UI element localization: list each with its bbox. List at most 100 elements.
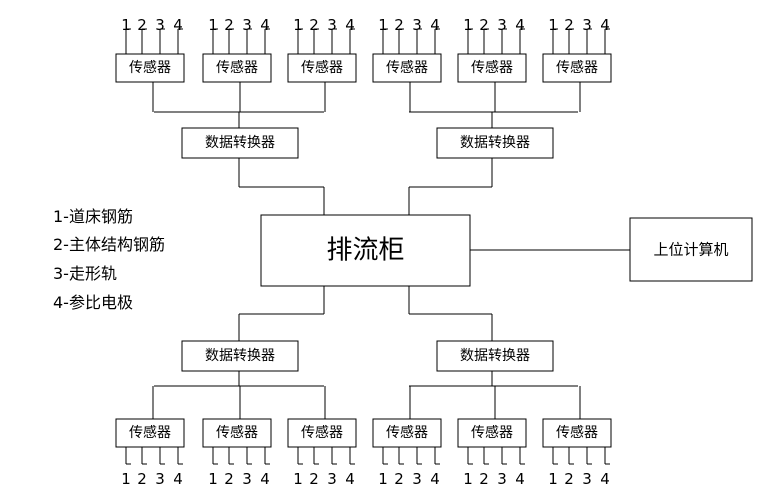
sensor-pin-label: 2 <box>479 470 489 488</box>
sensor-pin-label: 2 <box>309 16 319 34</box>
sensor-pin-label: 1 <box>548 470 558 488</box>
drainage-cabinet-label: 排流柜 <box>326 236 404 266</box>
sensor-box-bottom-3: 传感器 <box>287 418 357 448</box>
sensor-box-top-1-frame <box>115 53 185 83</box>
sensor-pin-label: 1 <box>121 16 131 34</box>
sensor-box-top-2: 传感器 <box>202 53 272 83</box>
legend-item-1: 1-道床钢筋 <box>53 207 133 226</box>
data-converter-bottom-right-frame <box>436 340 554 372</box>
sensor-pin-label: 4 <box>600 16 610 34</box>
sensor-box-top-6-frame <box>542 53 612 83</box>
data-converter-bottom-left-frame <box>181 340 299 372</box>
sensor-box-top-3: 传感器 <box>287 53 357 83</box>
sensor-pin-label: 1 <box>208 16 218 34</box>
data-converter-top-right-frame <box>436 127 554 159</box>
sensor-pin-label: 4 <box>260 16 270 34</box>
sensor-pin-label: 3 <box>327 16 337 34</box>
sensor-pin-label: 2 <box>394 470 404 488</box>
data-converter-bottom-right: 数据转换器 <box>436 340 554 372</box>
sensor-pin-label: 2 <box>224 470 234 488</box>
data-converter-bottom-left-label: 数据转换器 <box>205 347 275 364</box>
sensor-box-bottom-3-label: 传感器 <box>301 424 343 441</box>
sensor-box-bottom-4-frame <box>372 418 442 448</box>
sensor-box-top-4-label: 传感器 <box>386 59 428 76</box>
legend-item-3: 3-走形轨 <box>53 264 117 283</box>
sensor-pin-label: 4 <box>515 16 525 34</box>
sensor-pin-label: 1 <box>208 470 218 488</box>
data-converter-top-left-frame <box>181 127 299 159</box>
sensor-pin-label: 3 <box>497 470 507 488</box>
data-converter-bottom-left: 数据转换器 <box>181 340 299 372</box>
legend-item-4: 4-参比电极 <box>53 293 133 312</box>
sensor-box-bottom-6: 传感器 <box>542 418 612 448</box>
sensor-box-top-5-frame <box>457 53 527 83</box>
sensor-box-bottom-6-label: 传感器 <box>556 424 598 441</box>
sensor-box-top-5-label: 传感器 <box>471 59 513 76</box>
sensor-box-top-4-frame <box>372 53 442 83</box>
sensor-pin-label: 1 <box>293 16 303 34</box>
host-computer-label: 上位计算机 <box>653 241 728 259</box>
sensor-box-bottom-5: 传感器 <box>457 418 527 448</box>
data-converter-top-right: 数据转换器 <box>436 127 554 159</box>
sensor-box-top-3-frame <box>287 53 357 83</box>
sensor-box-top-1-label: 传感器 <box>129 59 171 76</box>
sensor-pin-label: 3 <box>497 16 507 34</box>
data-converter-top-right-label: 数据转换器 <box>460 134 530 151</box>
sensor-pin-label: 2 <box>394 16 404 34</box>
sensor-pin-label: 4 <box>430 16 440 34</box>
sensor-box-bottom-1: 传感器 <box>115 418 185 448</box>
legend-item-2: 2-主体结构钢筋 <box>53 235 165 254</box>
sensor-box-bottom-1-label: 传感器 <box>129 424 171 441</box>
data-converter-top-left: 数据转换器 <box>181 127 299 159</box>
sensor-box-bottom-4: 传感器 <box>372 418 442 448</box>
sensor-box-top-3-label: 传感器 <box>301 59 343 76</box>
sensor-box-top-2-frame <box>202 53 272 83</box>
sensor-box-bottom-4-label: 传感器 <box>386 424 428 441</box>
host-computer-frame <box>629 217 753 282</box>
sensor-pin-label: 3 <box>412 470 422 488</box>
sensor-pin-label: 3 <box>242 470 252 488</box>
sensor-box-bottom-2-label: 传感器 <box>216 424 258 441</box>
sensor-pin-label: 3 <box>242 16 252 34</box>
sensor-pin-label: 2 <box>224 16 234 34</box>
host-computer: 上位计算机 <box>629 217 753 282</box>
sensor-box-top-2-label: 传感器 <box>216 59 258 76</box>
sensor-box-top-6: 传感器 <box>542 53 612 83</box>
sensor-pin-label: 1 <box>548 16 558 34</box>
sensor-box-bottom-5-frame <box>457 418 527 448</box>
sensor-pin-label: 1 <box>463 16 473 34</box>
sensor-box-bottom-6-frame <box>542 418 612 448</box>
drainage-cabinet-frame <box>260 214 471 287</box>
sensor-pin-label: 2 <box>309 470 319 488</box>
sensor-pin-label: 1 <box>378 470 388 488</box>
sensor-pin-label: 3 <box>327 470 337 488</box>
sensor-pin-label: 3 <box>582 470 592 488</box>
sensor-box-bottom-3-frame <box>287 418 357 448</box>
sensor-pin-label: 4 <box>345 470 355 488</box>
sensor-pin-label: 2 <box>564 470 574 488</box>
sensor-pin-label: 3 <box>155 470 165 488</box>
sensor-pin-label: 4 <box>515 470 525 488</box>
sensor-box-bottom-2: 传感器 <box>202 418 272 448</box>
sensor-pin-label: 2 <box>137 16 147 34</box>
sensor-box-bottom-5-label: 传感器 <box>471 424 513 441</box>
sensor-box-top-5: 传感器 <box>457 53 527 83</box>
sensor-pin-label: 2 <box>564 16 574 34</box>
sensor-pin-label: 3 <box>582 16 592 34</box>
data-converter-bottom-right-label: 数据转换器 <box>460 347 530 364</box>
sensor-box-top-4: 传感器 <box>372 53 442 83</box>
sensor-pin-label: 4 <box>600 470 610 488</box>
sensor-pin-label: 3 <box>155 16 165 34</box>
sensor-pin-label: 1 <box>378 16 388 34</box>
sensor-pin-label: 2 <box>137 470 147 488</box>
data-converter-top-left-label: 数据转换器 <box>205 134 275 151</box>
sensor-box-top-6-label: 传感器 <box>556 59 598 76</box>
sensor-box-bottom-1-frame <box>115 418 185 448</box>
sensor-box-bottom-2-frame <box>202 418 272 448</box>
sensor-pin-label: 4 <box>173 470 183 488</box>
connection-lines <box>125 28 630 465</box>
sensor-pin-label: 4 <box>173 16 183 34</box>
